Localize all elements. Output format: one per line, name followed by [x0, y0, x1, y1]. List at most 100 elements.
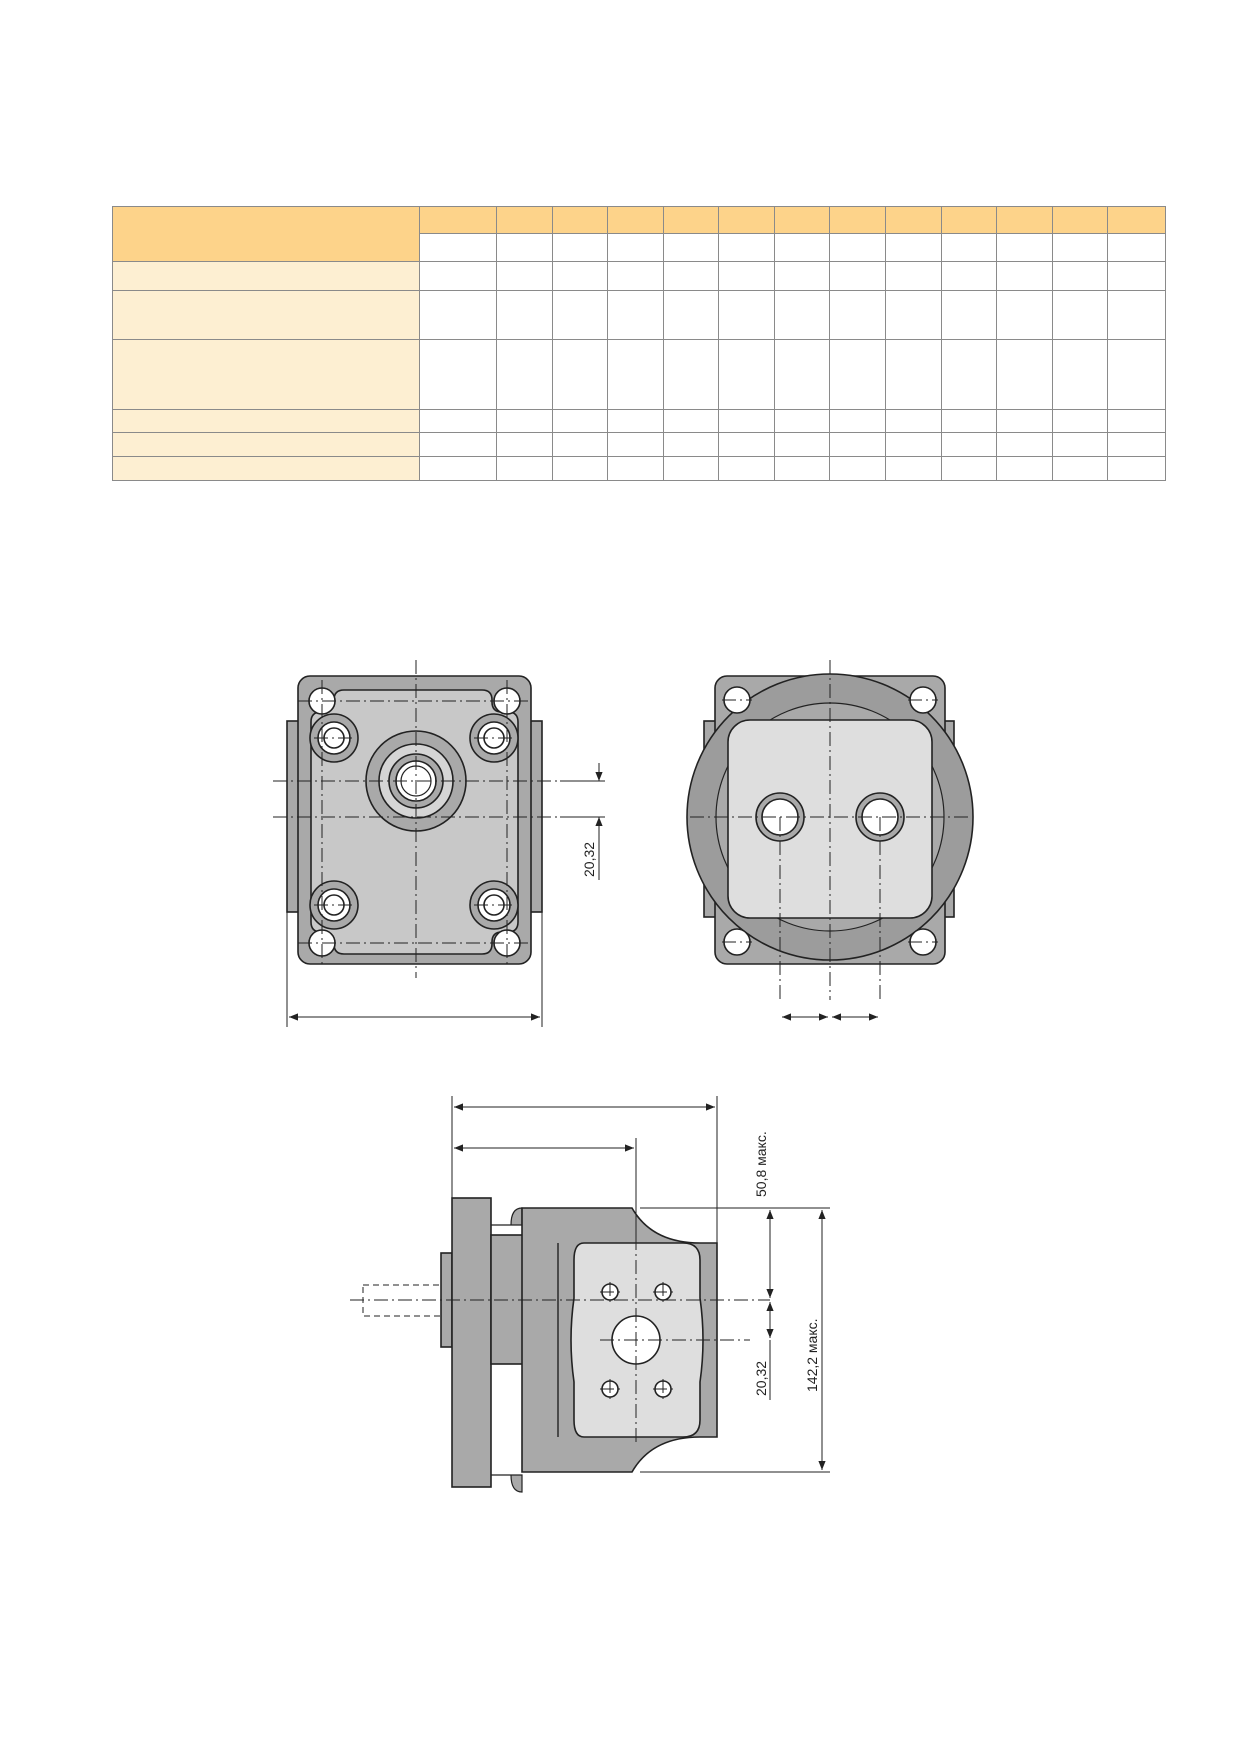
table-cell: [996, 339, 1053, 410]
table-cell: [496, 290, 553, 340]
table-cell: [773, 456, 831, 481]
table-row-label: [111, 409, 421, 433]
rear-view-centerlines: [690, 660, 968, 1000]
table-cell: [1051, 339, 1109, 410]
table-cell: [1051, 290, 1109, 340]
table-subheader-cell: [419, 233, 497, 262]
table-cell: [551, 290, 609, 340]
table-cell: [718, 409, 775, 433]
table-cell: [996, 456, 1053, 481]
table-cell: [940, 290, 998, 340]
table-cell: [419, 261, 497, 291]
table-subheader-cell: [885, 233, 942, 262]
table-cell: [773, 290, 831, 340]
table-cell: [419, 409, 497, 433]
front-view-drawing: [286, 675, 543, 965]
table-cell: [1051, 456, 1109, 481]
table-row: [111, 290, 1166, 340]
table-subheader-row: [113, 233, 1166, 262]
table-cell: [1107, 339, 1166, 410]
table-cell: [773, 432, 831, 457]
table-cell: [829, 339, 887, 410]
table-cell: [496, 456, 553, 481]
table-header-cell: [496, 206, 553, 234]
front-view-centerlines: [273, 660, 560, 978]
table-cell: [1107, 290, 1166, 340]
table-row: [111, 456, 1166, 481]
table-cell: [829, 261, 887, 291]
table-cell: [996, 290, 1053, 340]
table-cell: [1107, 261, 1166, 291]
table-cell: [996, 432, 1053, 457]
table-cell: [829, 456, 887, 481]
table-cell: [662, 261, 720, 291]
table-header-cell: [773, 206, 831, 234]
table-cell: [662, 432, 720, 457]
table-cell: [885, 290, 942, 340]
table-header-cell: [885, 206, 942, 234]
table-subheader-cell: [718, 233, 775, 262]
port-height-dimension: 50,8 макс.: [753, 1131, 769, 1197]
table-cell: [829, 409, 887, 433]
mounting-flange: [451, 1197, 492, 1488]
table-row: [111, 261, 1166, 291]
table-cell: [1051, 409, 1109, 433]
table-cell: [607, 456, 664, 481]
table-cell: [662, 409, 720, 433]
total-height-dimension: 142,2 макс.: [804, 1318, 820, 1392]
table-header-cell: [718, 206, 775, 234]
table-row: [111, 432, 1166, 457]
table-subheader-cell: [996, 233, 1053, 262]
table-cell: [419, 339, 497, 410]
table-cell: [607, 339, 664, 410]
table-cell: [551, 409, 609, 433]
table-cell: [885, 339, 942, 410]
table-cell: [551, 456, 609, 481]
table-row-label: [111, 339, 421, 410]
table-cell: [419, 456, 497, 481]
table-cell: [885, 261, 942, 291]
table-cell: [940, 339, 998, 410]
table-subheader-cell: [496, 233, 553, 262]
table-header-cell: [662, 206, 720, 234]
table-cell: [496, 261, 553, 291]
table-cell: [773, 409, 831, 433]
table-cell: [885, 456, 942, 481]
side-view-centerlines: [350, 1236, 770, 1445]
table-cell: [607, 432, 664, 457]
table-subheader-cell: [829, 233, 887, 262]
table-cell: [662, 456, 720, 481]
table-cell: [829, 290, 887, 340]
table-cell: [885, 432, 942, 457]
table-header-cell: [829, 206, 887, 234]
side-view-drawing: [440, 1197, 718, 1493]
table-cell: [940, 456, 998, 481]
table-subheader-cell: [1051, 233, 1109, 262]
table-cell: [496, 339, 553, 410]
table-cell: [940, 261, 998, 291]
table-cell: [607, 290, 664, 340]
table-cell: [940, 432, 998, 457]
table-cell: [551, 261, 609, 291]
table-row-label: [111, 432, 421, 457]
table-header-cell: [1051, 206, 1109, 234]
table-cell: [496, 432, 553, 457]
table-row-label: [111, 456, 421, 481]
table-subheader-cell: [607, 233, 664, 262]
table-cell: [551, 432, 609, 457]
table-cell: [1051, 261, 1109, 291]
front-view-dimensions: [286, 763, 605, 1027]
side-offset-dimension: 20,32: [753, 1361, 769, 1396]
table-cell: [885, 409, 942, 433]
table-subheader-cell: [773, 233, 831, 262]
front-offset-dimension: 20,32: [581, 842, 597, 877]
table-header-cell: [996, 206, 1053, 234]
table-row: [111, 409, 1166, 433]
table-cell: [773, 339, 831, 410]
table-header-cell: [551, 206, 609, 234]
table-cell: [1107, 456, 1166, 481]
table-header-cell: [607, 206, 664, 234]
side-view-dimensions: [451, 1096, 830, 1473]
table-row: [111, 339, 1166, 410]
